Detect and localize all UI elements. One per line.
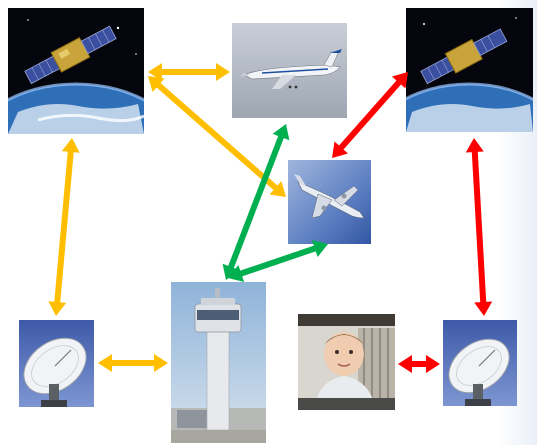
arrow-satellite-left-ground-antenna-left <box>48 138 80 316</box>
arrow-control-tower-aircraft-sky <box>228 239 328 283</box>
arrow-control-tower-airliner <box>222 124 290 280</box>
arrow-satellite-right-aircraft-sky <box>332 72 408 158</box>
ground-antenna-right-image <box>443 320 517 406</box>
aircraft-sky-image <box>288 160 371 244</box>
arrow-baby-photo-ground-antenna-right <box>398 355 440 373</box>
arrow-satellite-left-aircraft-sky <box>148 76 286 197</box>
ground-antenna-left-image <box>19 320 94 407</box>
satellite-right-image <box>406 8 533 132</box>
satellite-left-image <box>8 8 144 134</box>
airliner-image <box>232 23 347 118</box>
arrow-satellite-right-ground-antenna-right <box>465 138 493 316</box>
arrow-ground-antenna-left-control-tower <box>98 354 168 372</box>
arrow-satellite-left-airliner <box>148 63 230 81</box>
child-photo-image <box>298 314 395 410</box>
control-tower-image <box>171 282 266 443</box>
